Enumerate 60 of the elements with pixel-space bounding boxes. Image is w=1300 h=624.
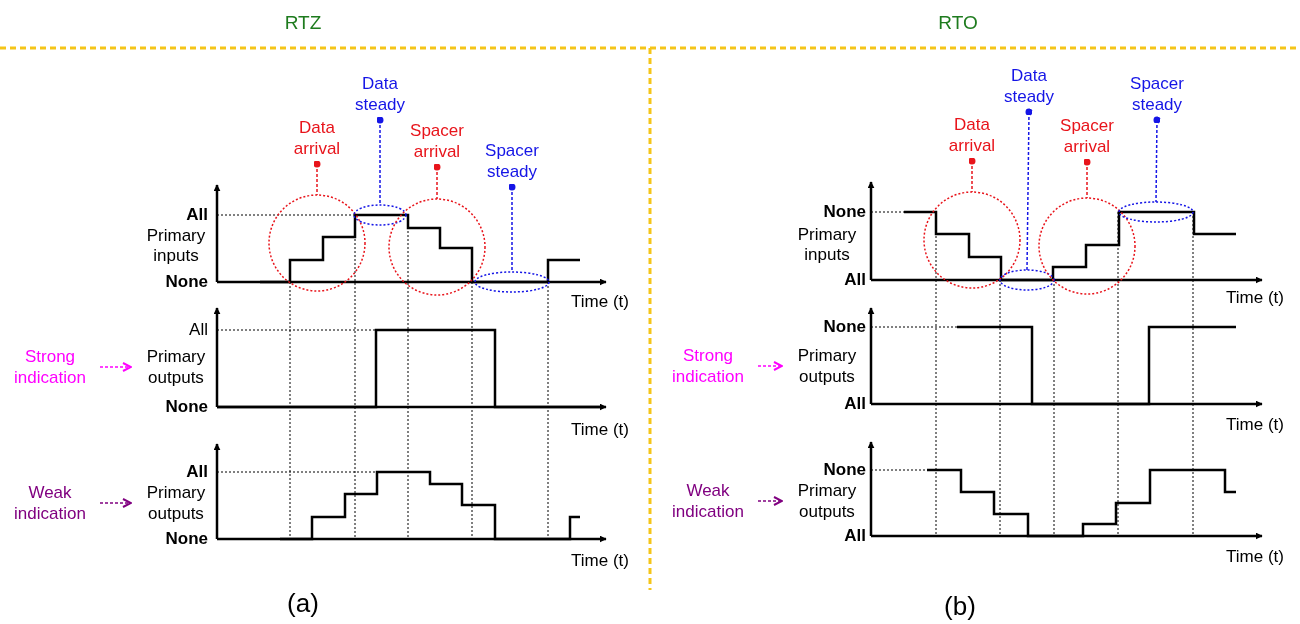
axis-label: Primary outputs [145, 346, 207, 388]
annotation-label: Data steady [1002, 65, 1056, 107]
leader-line [1153, 116, 1161, 203]
leader-line [313, 160, 321, 196]
axis-label: Primary inputs [145, 226, 207, 266]
panel-title: RTO [938, 10, 978, 34]
axis-label: Primary outputs [796, 480, 858, 522]
axis-label: None [165, 397, 208, 417]
annotation-label: Data steady [353, 73, 407, 115]
dotted-ellipse [474, 271, 550, 293]
dotted-circle [388, 198, 486, 296]
axis-label: Primary inputs [796, 225, 858, 265]
annotation-label: Strong indication [671, 345, 745, 387]
axis-label: Primary outputs [796, 345, 858, 387]
leader-line [968, 157, 976, 193]
dotted-ellipse [999, 269, 1055, 291]
leader-line [376, 116, 384, 206]
arrow [99, 498, 132, 508]
axis-label: Time (t) [571, 551, 629, 571]
dotted-ellipse [353, 204, 407, 226]
leader-line [1025, 108, 1033, 271]
leader-line [433, 163, 441, 200]
axis-label: All [189, 320, 208, 340]
arrow [99, 362, 132, 372]
axis-label: Time (t) [571, 420, 629, 440]
axis-label: All [186, 205, 208, 225]
annotation-label: Spacer steady [484, 140, 540, 182]
axis-label: Time (t) [1226, 288, 1284, 308]
dotted-circle [1038, 197, 1136, 295]
annotation-label: Strong indication [13, 346, 87, 388]
arrow [757, 496, 783, 506]
axis-label: None [165, 529, 208, 549]
leader-line [508, 183, 516, 273]
axis-label: Time (t) [571, 292, 629, 312]
axis-label: None [823, 202, 866, 222]
axis-label: Time (t) [1226, 415, 1284, 435]
annotation-label: Data arrival [947, 114, 997, 156]
annotation-label: Weak indication [13, 482, 87, 524]
annotation-label: Spacer arrival [409, 120, 465, 162]
panel-title: RTZ [284, 10, 322, 34]
axis-label: None [823, 317, 866, 337]
axis-label: Primary outputs [145, 482, 207, 524]
subfigure-label: (a) [287, 587, 319, 619]
arrow [757, 361, 783, 371]
axis-label: All [844, 526, 866, 546]
dotted-circle [268, 194, 366, 292]
annotation-label: Spacer steady [1129, 73, 1185, 115]
axis-label: All [844, 394, 866, 414]
subfigure-label: (b) [944, 590, 976, 622]
leader-line [1083, 158, 1091, 199]
dotted-ellipse [1118, 201, 1194, 223]
annotation-label: Spacer arrival [1059, 115, 1115, 157]
annotation-label: Weak indication [671, 480, 745, 522]
axis-label: None [165, 272, 208, 292]
annotation-label: Data arrival [292, 117, 342, 159]
axis-label: All [844, 270, 866, 290]
axis-label: None [823, 460, 866, 480]
axis-label: All [186, 462, 208, 482]
dotted-circle [923, 191, 1021, 289]
axis-label: Time (t) [1226, 547, 1284, 567]
